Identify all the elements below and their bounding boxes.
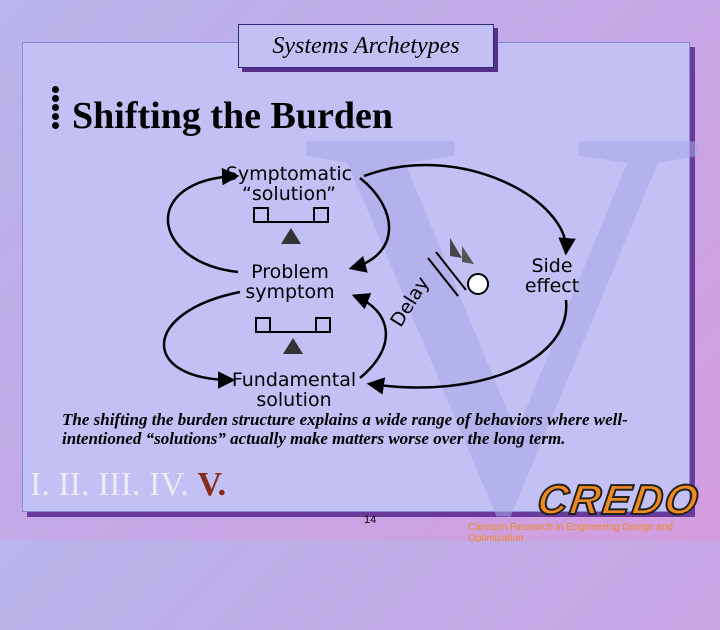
symptomatic-solution-line-2: “solution” (242, 183, 336, 205)
fundamental-to-symptom-arrow (351, 293, 388, 379)
fundamental-solution-label: Fundamental solution (226, 370, 362, 410)
snowball-icon (450, 238, 489, 295)
fundamental-solution-line-1: Fundamental (231, 369, 357, 391)
solution-to-side-effect-arrow (363, 163, 576, 256)
footer-text: Clemson Research in Engineering Design a… (468, 522, 674, 544)
fundamental-solution-line-2: solution (256, 389, 332, 411)
bullet-icon (52, 84, 64, 131)
section-4[interactable]: IV. (148, 466, 189, 503)
side-effect-to-fundamental-arrow (366, 299, 568, 395)
balance-icon-lower (255, 317, 331, 354)
symptomatic-solution-label: Symptomatic “solution” (222, 164, 356, 204)
delay-mark-icon (427, 251, 467, 297)
problem-symptom-line-1: Problem (251, 261, 329, 283)
section-2[interactable]: II. (58, 466, 90, 503)
side-effect-line-2: effect (524, 275, 580, 297)
section-1[interactable]: I. (30, 466, 50, 503)
balance-icon-upper (253, 207, 329, 244)
solution-to-symptom-arrow (348, 177, 391, 273)
balancing-loop-lower-arrow (162, 290, 241, 389)
side-effect-line-1: Side (531, 255, 573, 277)
slide-caption: The shifting the burden structure explai… (62, 410, 628, 448)
section-3[interactable]: III. (97, 466, 141, 503)
slide-title: Systems Archetypes (272, 33, 460, 59)
section-nav: I. II. III. IV. V. (30, 466, 226, 504)
symptomatic-solution-line-1: Symptomatic (225, 163, 353, 185)
problem-symptom-label: Problem symptom (238, 262, 342, 302)
slide-panel (22, 42, 690, 512)
loop-diagram (162, 163, 576, 395)
page-number: 14 (364, 514, 377, 526)
balancing-loop-upper-arrow (166, 167, 240, 274)
side-effect-label: Side effect (510, 256, 594, 296)
slide-heading: Shifting the Burden (72, 95, 393, 137)
credo-logo: CREDO (534, 475, 704, 524)
problem-symptom-line-2: symptom (245, 281, 335, 303)
section-5-current[interactable]: V. (197, 466, 227, 503)
title-box: Systems Archetypes (238, 24, 494, 68)
